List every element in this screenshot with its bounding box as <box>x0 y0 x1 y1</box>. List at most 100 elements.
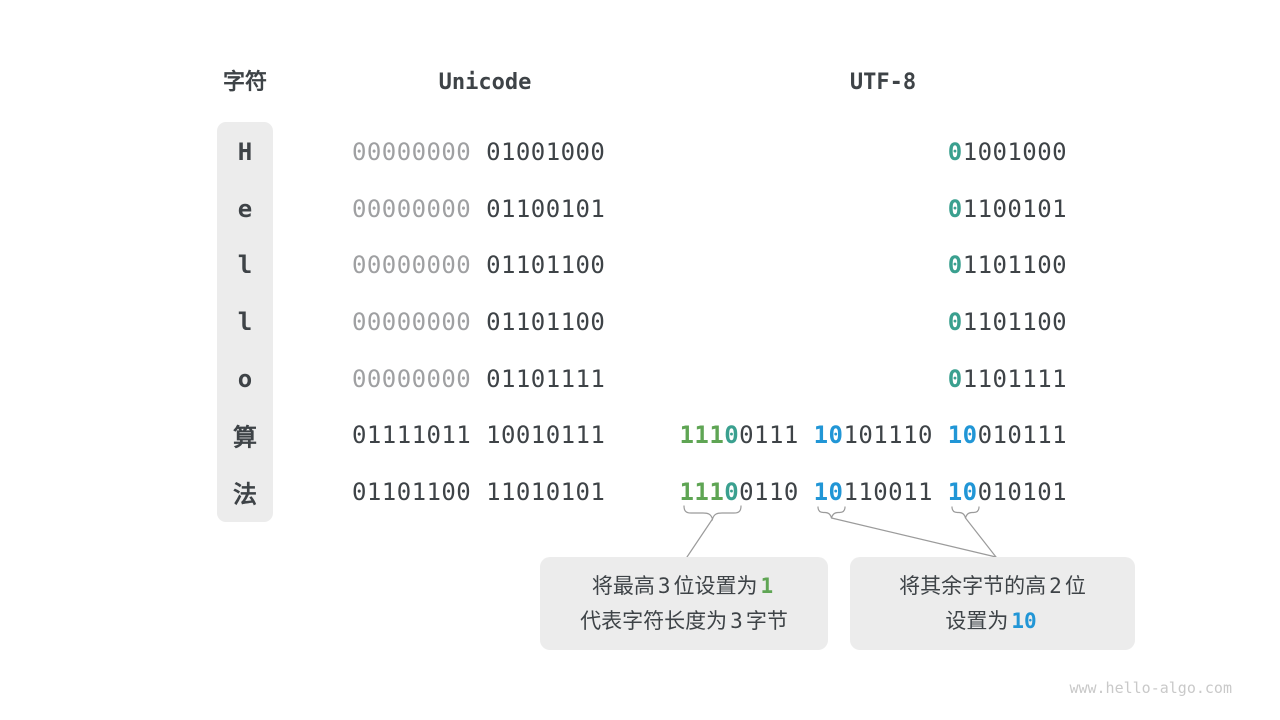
utf8-binary: 11100111 10101110 10010111 <box>680 421 1067 449</box>
bit-segment: 设置为 <box>945 608 1009 633</box>
bit-segment: 字节 <box>745 608 788 633</box>
bit-segment <box>471 308 486 336</box>
bit-segment: 0 <box>947 138 963 167</box>
bit-segment: 1101111 <box>962 364 1067 393</box>
bit-segment: 01101100 <box>352 477 472 506</box>
bit-segment <box>471 421 486 449</box>
unicode-binary: 00000000 01101111 <box>352 365 605 393</box>
bit-segment: 01101100 <box>486 251 606 280</box>
bit-segment: 1001000 <box>962 138 1067 167</box>
table-row: H 00000000 01001000 01001000 <box>0 124 1280 181</box>
column-header-unicode: Unicode <box>438 70 532 95</box>
bit-segment <box>471 365 486 393</box>
utf8-binary: 01001000 <box>948 138 1067 166</box>
encoding-table: H 00000000 01001000 01001000 e 00000000 … <box>0 124 1280 520</box>
unicode-binary: 00000000 01101100 <box>352 251 605 279</box>
bit-segment: 110011 <box>843 477 933 506</box>
utf8-binary: 01101111 <box>948 365 1067 393</box>
character-cell: H <box>237 138 253 167</box>
bit-segment: 101110 <box>843 421 933 450</box>
bit-segment: 10 <box>813 477 844 506</box>
bit-segment: 00000000 <box>352 364 472 393</box>
bit-segment: 3 <box>657 573 671 598</box>
bit-segment: 0111 <box>739 421 799 450</box>
table-row: o 00000000 01101111 01101111 <box>0 350 1280 407</box>
callout-left-connector <box>686 518 714 558</box>
unicode-binary: 01101100 11010101 <box>352 478 605 506</box>
bit-segment: 0 <box>947 251 963 280</box>
bit-segment <box>471 138 486 166</box>
bit-segment: 01100101 <box>486 194 606 223</box>
bit-segment: 代表字符长度为 <box>580 608 728 633</box>
character-cell: l <box>237 251 253 280</box>
bit-segment: 10 <box>813 421 844 450</box>
table-row: l 00000000 01101100 01101100 <box>0 294 1280 351</box>
bit-segment: 10 <box>947 421 978 450</box>
bit-segment: 010111 <box>977 421 1067 450</box>
utf8-binary: 01100101 <box>948 195 1067 223</box>
bit-segment <box>933 421 948 449</box>
bit-segment: 1100101 <box>962 194 1067 223</box>
bit-segment: 00000000 <box>352 251 472 280</box>
table-row: e 00000000 01100101 01100101 <box>0 181 1280 238</box>
column-header-character: 字符 <box>222 70 267 95</box>
unicode-binary: 00000000 01001000 <box>352 138 605 166</box>
bit-segment: 将最高 <box>591 573 655 598</box>
bit-segment: 0 <box>947 307 963 336</box>
bit-segment: 00000000 <box>352 307 472 336</box>
character-column-panel <box>217 122 273 522</box>
bit-segment <box>799 478 814 506</box>
bit-segment <box>799 421 814 449</box>
utf8-binary: 01101100 <box>948 251 1067 279</box>
table-row: 算 01111011 10010111 11100111 10101110 10… <box>0 407 1280 464</box>
character-cell: l <box>237 307 253 336</box>
bit-segment: 01001000 <box>486 138 606 167</box>
bit-segment <box>933 478 948 506</box>
character-cell: e <box>237 194 253 223</box>
bit-segment <box>471 195 486 223</box>
bit-segment: 将其余字节的高 <box>899 573 1047 598</box>
table-row: l 00000000 01101100 01101100 <box>0 237 1280 294</box>
utf8-binary: 11100110 10110011 10010101 <box>680 478 1067 506</box>
character-cell: 算 <box>233 423 257 452</box>
unicode-binary: 00000000 01100101 <box>352 195 605 223</box>
callout-right-connector-b <box>964 517 997 558</box>
bit-segment <box>471 251 486 279</box>
bit-segment: 3 <box>730 608 743 633</box>
bit-segment: 10010111 <box>486 421 606 450</box>
bit-segment: 10 <box>1011 608 1037 633</box>
bit-segment: 111 <box>679 477 725 506</box>
bit-segment: 0 <box>947 364 963 393</box>
bit-segment: 0 <box>724 421 740 450</box>
bit-segment: 010101 <box>977 477 1067 506</box>
bit-segment: 0 <box>724 477 740 506</box>
bit-segment: 2 <box>1049 573 1062 598</box>
utf8-binary: 01101100 <box>948 308 1067 336</box>
bit-segment: 10 <box>947 477 978 506</box>
bit-segment: 01101100 <box>486 307 606 336</box>
bit-segment: 01111011 <box>352 421 472 450</box>
watermark: www.hello-algo.com <box>1069 679 1232 697</box>
bit-segment: 1101100 <box>962 307 1067 336</box>
bit-segment: 11010101 <box>486 477 606 506</box>
bit-segment: 0 <box>947 194 963 223</box>
bit-segment: 00000000 <box>352 194 472 223</box>
bit-segment: 位 <box>1064 573 1086 598</box>
bit-segment: 0110 <box>739 477 799 506</box>
bit-segment: 111 <box>679 421 725 450</box>
bit-segment <box>471 478 486 506</box>
table-row: 法 01101100 11010101 11100110 10110011 10… <box>0 463 1280 520</box>
callout-right-connector-a <box>830 517 997 558</box>
bit-segment: 01101111 <box>486 364 606 393</box>
bit-segment: 位设置为 <box>673 573 758 598</box>
unicode-binary: 01111011 10010111 <box>352 421 605 449</box>
character-cell: o <box>237 364 253 393</box>
column-header-utf8: UTF-8 <box>849 70 917 95</box>
bit-segment: 1 <box>760 573 774 598</box>
